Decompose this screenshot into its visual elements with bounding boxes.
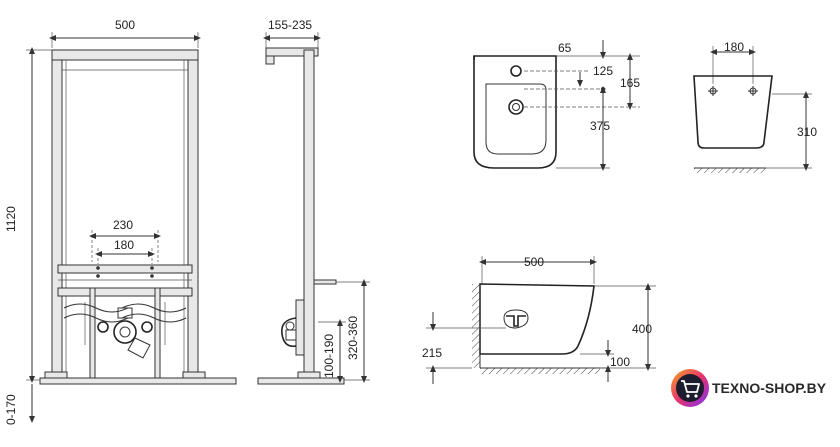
side-floor-label: 215 — [422, 346, 442, 360]
bidet-bowl-outline — [485, 83, 547, 155]
frame-mount-bar — [57, 264, 193, 274]
frame-floor-plate — [39, 377, 237, 385]
side-height-lower-label: 100-190 — [322, 334, 336, 378]
frame-top-bar — [51, 49, 199, 61]
frame-width-label: 500 — [115, 18, 135, 32]
frame-left-upright — [51, 49, 63, 381]
logo-inner — [676, 374, 704, 402]
frame-depth-label: 155-235 — [268, 18, 312, 32]
bidet-top-view: 65 125 165 375 — [473, 40, 640, 171]
bidet-back-outline — [693, 75, 773, 149]
logo-text: TEXNO-SHOP.BY — [712, 380, 827, 396]
bidet-top-outline — [473, 55, 557, 169]
top-165-label: 165 — [620, 76, 640, 90]
back-180-label: 180 — [724, 40, 744, 54]
back-mount-holes — [708, 86, 758, 96]
frame-mount-holes — [96, 266, 154, 278]
frame-foot-label: 0-170 — [4, 394, 18, 425]
frame-height-label: 1120 — [4, 206, 18, 232]
side-height-upper-label: 320-360 — [346, 316, 360, 360]
frame-side-view: 155-235 320-360 100-190 — [257, 18, 370, 385]
frame-front-view: 500 — [4, 18, 237, 425]
top-375-label: 375 — [590, 119, 610, 133]
drain-hole — [508, 99, 524, 115]
bidet-back-view: 180 310 — [693, 40, 817, 173]
frame-plumbing-fittings — [63, 302, 187, 359]
top-65-label: 65 — [558, 41, 572, 55]
spacing-outer-label: 230 — [113, 218, 133, 232]
side-width-label: 500 — [524, 255, 544, 269]
side-upright — [303, 49, 315, 379]
side-height-label: 400 — [632, 322, 652, 336]
frame-right-upright — [187, 49, 199, 381]
cart-icon — [681, 380, 700, 398]
back-310-label: 310 — [797, 125, 817, 139]
brand-logo[interactable]: TEXNO-SHOP.BY — [671, 369, 827, 407]
top-125-label: 125 — [593, 64, 613, 78]
bidet-side-outline — [479, 283, 595, 355]
tap-hole — [510, 65, 522, 77]
spacing-inner-label: 180 — [114, 238, 134, 252]
side-bottom-label: 100 — [610, 355, 630, 369]
bidet-side-view: 500 400 100 215 — [422, 255, 656, 384]
